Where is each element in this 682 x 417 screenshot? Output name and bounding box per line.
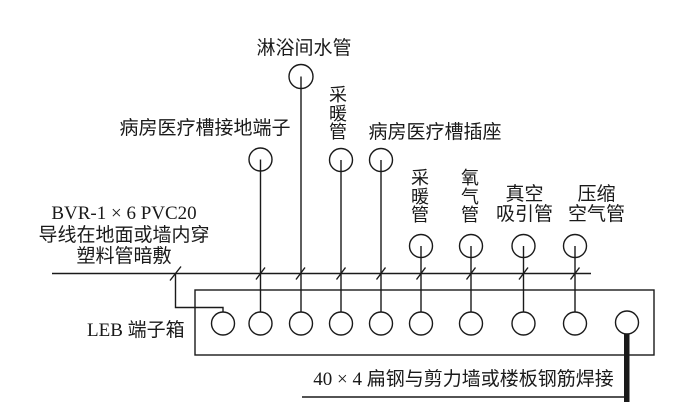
label-vacuum-suction: 真空 吸引管 <box>494 185 555 224</box>
label-wire-note-line1: BVR-1 × 6 PVC20 <box>51 203 197 224</box>
terminal-circle <box>248 311 273 336</box>
label-ward-ground-terminal: 病房医疗槽接地端子 <box>119 118 291 139</box>
label-heating-pipe-left: 采暖管 <box>329 85 347 142</box>
vacuum-suction-node <box>511 233 536 259</box>
label-vacuum-suction-line1: 真空 <box>505 184 544 205</box>
junction-tick <box>169 266 182 281</box>
terminal-circle <box>210 311 236 336</box>
label-compressed-air: 压缩 空气管 <box>566 185 627 224</box>
leb-terminal-box <box>194 289 655 356</box>
label-leb-box: LEB 端子箱 <box>87 320 185 341</box>
terminal-circle <box>562 311 588 336</box>
label-shower-pipe: 淋浴间水管 <box>256 38 352 59</box>
bus-to-box-connector <box>174 274 224 312</box>
compressed-air-node <box>562 233 588 259</box>
ward-ground-terminal-node <box>248 147 273 172</box>
terminal-circle <box>328 311 354 336</box>
label-oxygen-pipe: 氧气管 <box>461 168 479 225</box>
label-heating-pipe-right: 采暖管 <box>411 168 429 225</box>
label-steel-note: 40 × 4 扁钢与剪力墙或楼板钢筋焊接 <box>313 369 614 390</box>
label-compressed-air-line1: 压缩 <box>577 184 616 205</box>
label-wire-note-line2: 导线在地面或墙内穿 <box>38 224 210 246</box>
terminal-circle <box>458 311 484 336</box>
flat-steel-bar <box>624 334 630 402</box>
equipment-nodes <box>248 63 588 259</box>
terminal-circle <box>408 311 434 336</box>
label-compressed-air-line2: 空气管 <box>567 203 625 225</box>
terminal-circle <box>614 310 640 335</box>
label-ward-socket: 病房医疗槽插座 <box>368 122 502 143</box>
label-wire-note: BVR-1 × 6 PVC20 导线在地面或墙内穿 塑料管暗敷 <box>28 203 220 268</box>
terminal-circle <box>511 311 536 336</box>
terminal-circles <box>210 310 640 336</box>
label-vacuum-suction-line2: 吸引管 <box>495 203 553 225</box>
oxygen-pipe-node <box>458 233 484 259</box>
terminal-circle <box>368 311 394 336</box>
terminal-circle <box>288 311 314 336</box>
ward-socket-node <box>368 147 394 173</box>
heating-pipe-left-node <box>328 147 354 173</box>
label-wire-note-line3: 塑料管暗敷 <box>76 246 172 267</box>
shower-pipe-node <box>288 63 314 90</box>
connector-lines <box>259 76 576 312</box>
heating-pipe-right-node <box>408 233 434 259</box>
